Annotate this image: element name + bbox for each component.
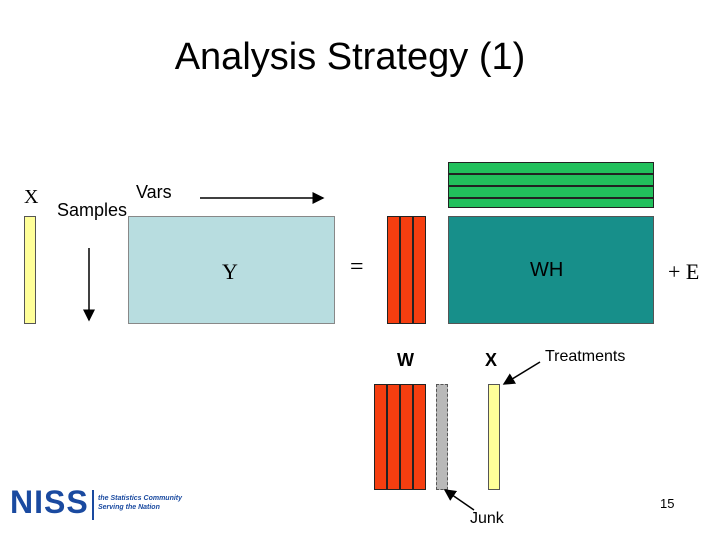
w-column-lower [374, 384, 387, 490]
y-matrix [128, 216, 335, 324]
vars-label: Vars [136, 182, 172, 202]
logo-tagline-line1: the Statistics Community [98, 495, 183, 502]
h-row [448, 198, 654, 208]
wh-label: WH [530, 259, 564, 281]
niss-logo: NISS [10, 484, 89, 520]
treatments-label: Treatments [545, 348, 626, 365]
h-row [448, 162, 654, 174]
logo-divider [92, 490, 94, 520]
junk-label: Junk [470, 510, 504, 527]
y-label: Y [222, 259, 238, 284]
equals-sign: = [350, 254, 364, 280]
w-column [413, 216, 426, 324]
h-row [448, 174, 654, 186]
x-right-vector [488, 384, 500, 490]
w-column [387, 216, 400, 324]
samples-label: Samples [57, 200, 128, 220]
w-column-lower [387, 384, 400, 490]
x-left-label: X [24, 186, 39, 208]
wh-matrix [448, 216, 654, 324]
w-column-lower [400, 384, 413, 490]
junk-column [436, 384, 448, 490]
logo-tagline: the Statistics Community Serving the Nat… [98, 494, 182, 512]
slide-title: Analysis Strategy (1) [174, 36, 526, 78]
x-left-vector [24, 216, 36, 324]
plus-e-label: + E [668, 259, 700, 284]
h-row [448, 186, 654, 198]
treatments-arrow [502, 361, 541, 385]
w-column [400, 216, 413, 324]
w-label: W [397, 350, 414, 370]
page-number: 15 [660, 496, 675, 511]
w-column-lower [413, 384, 426, 490]
x-right-label: X [485, 350, 498, 370]
logo-tagline-line2: Serving the Nation [98, 504, 160, 511]
junk-arrow [443, 489, 475, 511]
